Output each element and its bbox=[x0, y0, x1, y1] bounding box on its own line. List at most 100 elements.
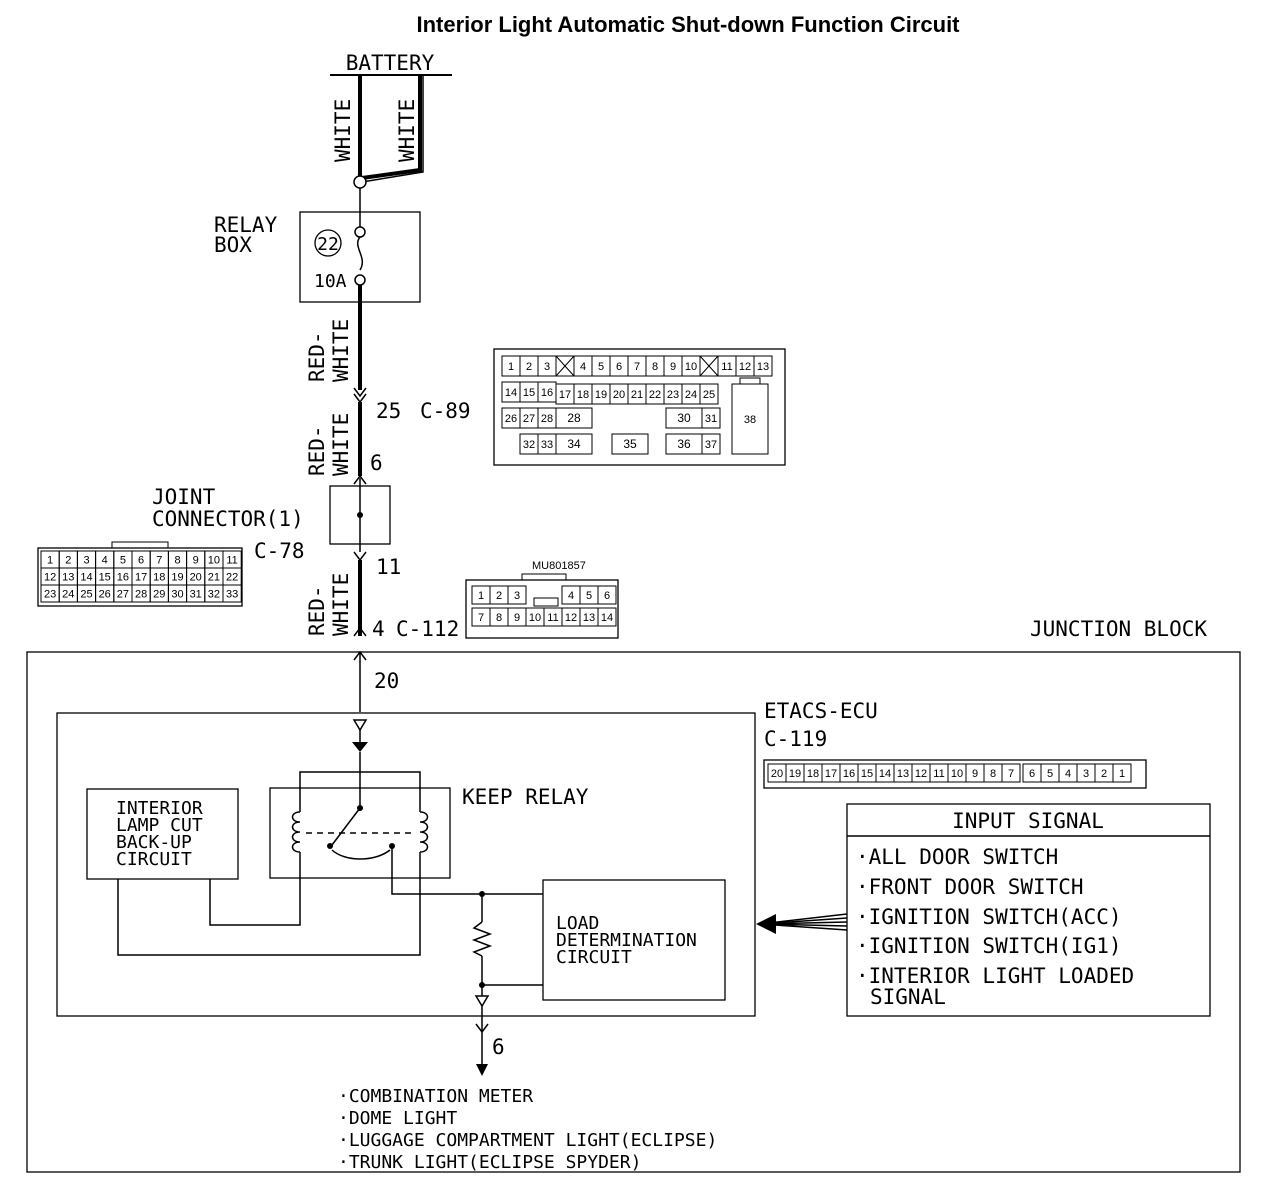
connector-pin-label: 18 bbox=[153, 572, 165, 584]
connector-pin-label: 7 bbox=[156, 555, 162, 567]
joint-connector-label-1: JOINT bbox=[152, 485, 216, 509]
connector-pin-label: 27 bbox=[117, 589, 129, 601]
connector-pin-label: 31 bbox=[190, 589, 202, 601]
connector-pin-label: 20 bbox=[190, 572, 202, 584]
c89-connector-name: C-89 bbox=[420, 399, 471, 423]
connector-pin-label: 5 bbox=[598, 361, 604, 373]
jb-pin-out: 6 bbox=[492, 1035, 505, 1059]
connector-pin-label: 30 bbox=[171, 589, 183, 601]
connector-pin-cell bbox=[1112, 763, 1132, 783]
connector-pin-label: 8 bbox=[652, 361, 658, 373]
connector-pin-label: 11 bbox=[226, 555, 237, 567]
fuse-number: 22 bbox=[317, 234, 339, 255]
connector-pin-label: 15 bbox=[861, 768, 873, 780]
etacs-ecu-box bbox=[56, 712, 756, 1017]
connector-pin-label: 9 bbox=[193, 555, 199, 567]
connector-pin-label: 22 bbox=[226, 572, 238, 584]
connector-pin-label: 28 bbox=[541, 413, 553, 425]
keep-relay-swing-arc bbox=[331, 849, 391, 860]
connector-pin-label: 14 bbox=[80, 572, 92, 584]
connector-c89-chevron bbox=[353, 387, 367, 398]
c112-pin-number: 4 bbox=[372, 617, 385, 641]
connector-pin-label: 2 bbox=[65, 555, 71, 567]
connector-pin-label: 4 bbox=[102, 555, 108, 567]
connector-pin-label: 5 bbox=[120, 555, 126, 567]
connector-pin-label: 18 bbox=[577, 389, 589, 401]
connector-pin-cell bbox=[555, 433, 593, 455]
connector-pin-label: 4 bbox=[568, 590, 574, 602]
input-signal-item: ·INTERIOR LIGHT LOADED bbox=[856, 964, 1134, 988]
connector-pin-label: 8 bbox=[174, 555, 180, 567]
connector-pin-label: 17 bbox=[135, 572, 147, 584]
connector-pin-label: 24 bbox=[685, 389, 697, 401]
connector-pin-cell bbox=[1001, 763, 1021, 783]
connector-pin-label: 19 bbox=[789, 768, 801, 780]
relay-box-label-1: RELAY bbox=[214, 213, 278, 237]
wire-color-red-white-3a: RED- bbox=[305, 585, 329, 636]
jb-output-arrow-icon bbox=[476, 1064, 488, 1076]
junction-block-label: JUNCTION BLOCK bbox=[1030, 617, 1207, 641]
input-signal-item-cont: SIGNAL bbox=[870, 985, 946, 1009]
ecu-output-terminal-icon bbox=[474, 995, 490, 1008]
keep-relay-label: KEEP RELAY bbox=[462, 785, 589, 809]
connector-pin-label: 22 bbox=[649, 389, 661, 401]
connector-pin-label: 10 bbox=[685, 361, 697, 373]
c78-latch bbox=[111, 541, 169, 549]
fuse-terminal-top bbox=[354, 226, 366, 238]
junction-block-box bbox=[26, 651, 1241, 1173]
ecu-input-ground-icon bbox=[352, 742, 368, 752]
connector-pin-label: 2 bbox=[526, 361, 532, 373]
keep-relay-contact-left bbox=[327, 843, 333, 849]
connector-pin-label: 1 bbox=[47, 555, 53, 567]
connector-pin-label: 2 bbox=[1101, 768, 1107, 780]
wire-color-red-white-1b: WHITE bbox=[329, 319, 353, 382]
resistor-icon bbox=[471, 921, 493, 957]
connector-pin-label: 29 bbox=[153, 589, 165, 601]
input-signal-header: INPUT SIGNAL bbox=[952, 809, 1104, 833]
input-signal-item: ·IGNITION SWITCH(IG1) bbox=[856, 934, 1122, 958]
fuse-element-icon bbox=[357, 236, 363, 271]
fuse-rating: 10A bbox=[314, 271, 347, 292]
connector-pin-label: 13 bbox=[62, 572, 74, 584]
connector-pin-label: 17 bbox=[825, 768, 837, 780]
c78-pin-number: 11 bbox=[376, 555, 401, 579]
wire-color-white-left: WHITE bbox=[331, 99, 355, 162]
connector-pin-label: 2 bbox=[496, 590, 502, 602]
connector-pin-label: 10 bbox=[951, 768, 963, 780]
connector-pin-label: 3 bbox=[83, 555, 89, 567]
connector-pin-cell bbox=[222, 584, 242, 603]
connector-pin-label: 33 bbox=[541, 439, 553, 451]
connector-pin-label: 10 bbox=[529, 612, 541, 624]
connector-pin-label: 6 bbox=[604, 590, 610, 602]
connector-pin-cell bbox=[611, 433, 649, 455]
connector-blank-cross bbox=[699, 355, 719, 377]
connector-pin-label: 10 bbox=[208, 555, 220, 567]
connector-pin-label: 23 bbox=[667, 389, 679, 401]
c89-pin-number: 25 bbox=[376, 399, 401, 423]
joint-connector-chevron-bottom bbox=[353, 551, 367, 562]
fuse-number-circle bbox=[314, 229, 342, 257]
connector-pin-label: 33 bbox=[226, 589, 238, 601]
c89-latch bbox=[739, 377, 761, 384]
connector-pin-label: 7 bbox=[478, 612, 484, 624]
connector-pin-label: 1 bbox=[478, 590, 484, 602]
connector-pin-label: 1 bbox=[508, 361, 514, 373]
connector-pin-label: 32 bbox=[523, 439, 535, 451]
connector-pin-label: 4 bbox=[1065, 768, 1071, 780]
c112-housing bbox=[465, 579, 619, 639]
connector-pin-label: 14 bbox=[505, 387, 517, 399]
connector-pin-label: 38 bbox=[744, 414, 756, 426]
connector-pin-label: 34 bbox=[567, 437, 581, 451]
connector-pin-label: 26 bbox=[505, 413, 517, 425]
connector-pin-label: 35 bbox=[623, 437, 637, 451]
connector-pin-label: 8 bbox=[990, 768, 996, 780]
connector-pin-cell bbox=[753, 355, 773, 377]
connector-blank-cross bbox=[555, 355, 575, 377]
wire-color-white-right: WHITE bbox=[395, 99, 419, 162]
connector-pin-label: 25 bbox=[80, 589, 92, 601]
load-determination-box bbox=[542, 879, 726, 1001]
connector-pin-label: 19 bbox=[595, 389, 607, 401]
load-determination-label-3: CIRCUIT bbox=[556, 947, 632, 968]
c112-key bbox=[533, 597, 559, 607]
jb-output-chevron bbox=[475, 1023, 489, 1034]
